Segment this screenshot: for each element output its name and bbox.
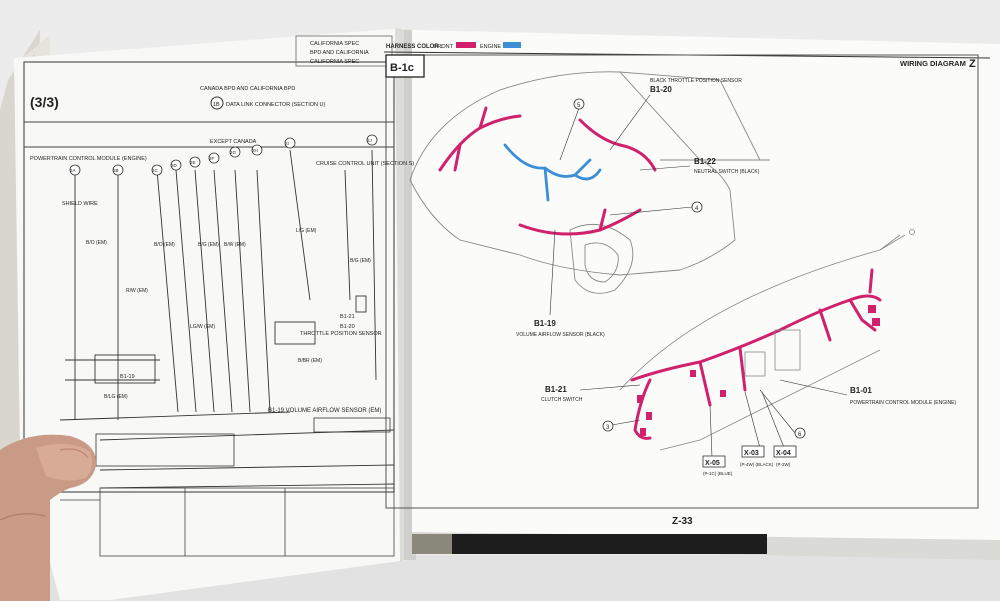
throttle-sensor-box (274, 321, 316, 345)
wire-traces (59, 149, 395, 489)
legend-line-1: CALIFORNIA SPEC (310, 41, 359, 47)
callout-b119: B1-19 (534, 319, 556, 328)
hand-thumb (0, 434, 97, 601)
right-page (412, 30, 1000, 560)
pin-code-8: 2H (252, 148, 258, 153)
conn-b121: B1-21 (340, 314, 355, 320)
pin-code-9: 2I (285, 141, 289, 146)
callout-x04-desc: (P-2W) (776, 462, 791, 467)
wire-labels: B/O (EM) B/O (EM) B/G (EM) B/W (EM) L/G … (86, 228, 371, 400)
callout-4: 4 (695, 206, 699, 212)
legend-box: CALIFORNIA SPEC BPD AND CALIFORNIA CALIF… (295, 35, 393, 67)
vaf-sensor-label: B1-19 VOLUME AIRFLOW SENSOR (EM) (268, 408, 381, 414)
wire-label-4: B/W (EM) (224, 242, 246, 248)
callout-b122: B1-22 (694, 157, 716, 166)
pcm-connector (95, 433, 235, 467)
conn-b119: B1-19 (120, 374, 135, 380)
header-letter: Z (969, 58, 976, 70)
page-number: Z-33 (672, 516, 693, 527)
callout-x03: X-03 (744, 450, 759, 457)
pin-code-5: 2E (190, 160, 196, 165)
connector-blobs (637, 305, 880, 436)
callout-x05: X-05 (705, 460, 720, 467)
pin-code-1: 2A (70, 168, 76, 173)
section-number: (3/3) (30, 94, 59, 110)
callout-x04-box (773, 445, 797, 458)
vaf-connector (313, 417, 391, 433)
conn-b120: B1-20 (340, 324, 355, 330)
except-canada: EXCEPT CANADA (210, 139, 257, 145)
callout-x05-desc: (P-1C) (BLUE) (703, 471, 733, 476)
front-color-swatch (456, 42, 476, 48)
pin-code-10: 2J (367, 138, 372, 143)
car-outline (409, 71, 770, 294)
callout-b101-desc: POWERTRAIN CONTROL MODULE (ENGINE) (850, 400, 956, 406)
cruise-switch-box (355, 295, 367, 313)
bottom-grid (60, 487, 395, 557)
wire-label-9: B/LG (EM) (104, 394, 128, 400)
cruise-label: CRUISE CONTROL UNIT (SECTION S) (316, 161, 414, 167)
callout-b121: B1-21 (545, 385, 567, 394)
throttle-label: THROTTLE POSITION SENSOR (300, 331, 382, 337)
pin-codes: 2A 2B 2C 2D 2E 2F 2G 2H 2I 2J (69, 134, 378, 176)
callout-b122-desc: NEUTRAL SWITCH (BLACK) (694, 169, 760, 175)
header-right: WIRING DIAGRAM (900, 59, 966, 68)
leader-lines (549, 94, 848, 458)
vaf-sensor-box (94, 354, 156, 384)
callout-b120-desc: BLACK THROTTLE POSITION SENSOR (650, 78, 742, 84)
harness-color-label: HARNESS COLOR : (386, 44, 442, 50)
callout-b101: B1-01 (850, 386, 872, 395)
right-diagram: HARNESS COLOR : FRONT ENGINE WIRING DIAG… (383, 42, 991, 527)
callout-x05-box (702, 455, 726, 468)
section-id: B-1c (390, 62, 414, 74)
wire-label-3: B/G (EM) (198, 242, 219, 248)
wire-label-10: B/G (EM) (350, 258, 371, 264)
front-label: FRONT (434, 44, 454, 50)
wire-label-6: R/W (EM) (126, 288, 148, 294)
legend-line-2: BPD AND CALIFORNIA (310, 50, 369, 56)
callout-6: 6 (798, 432, 802, 438)
callout-b120: B1-20 (650, 85, 672, 94)
callout-x03-desc: (P-4W) (BLACK) (740, 462, 774, 467)
callout-5: 5 (577, 103, 581, 109)
callout-b119-desc: VOLUME AIRFLOW SENSOR (BLACK) (516, 332, 605, 338)
legend-line-3: CALIFORNIA SPEC (310, 59, 359, 65)
data-link-label: DATA LINK CONNECTOR (SECTION U) (226, 102, 325, 108)
binding-strip-end (412, 534, 452, 554)
pin-code-6: 2F (209, 156, 215, 161)
pin-code-7: 2G (230, 150, 237, 155)
wire-label-8: B/BR (EM) (298, 358, 322, 364)
wire-label-2: B/O (EM) (154, 242, 175, 248)
dlc-ref: 1B (213, 102, 220, 108)
wire-label-7: LG/W (EM) (190, 324, 215, 330)
pcm-label: POWERTRAIN CONTROL MODULE (ENGINE) (30, 156, 147, 162)
section-id-box (385, 54, 425, 78)
callout-x03-box (741, 445, 765, 458)
wire-label-1: B/O (EM) (86, 240, 107, 246)
engine-label: ENGINE (480, 44, 501, 50)
shield-wire-label: SHIELD WIRE (62, 201, 98, 207)
left-schematic: (3/3) CALIFORNIA SPEC BPD AND CALIFORNIA… (23, 35, 414, 557)
wire-label-5: L/G (EM) (296, 228, 317, 234)
pin-code-2: 2B (113, 168, 119, 173)
engine-harness (503, 143, 602, 202)
callout-x04: X-04 (776, 450, 791, 457)
callout-3: 3 (606, 425, 610, 431)
schematic-frame (23, 61, 395, 493)
dlc-ref-circle (210, 96, 224, 110)
engine-color-swatch (503, 42, 521, 48)
callouts: 5 BLACK THROTTLE POSITION SENSOR B1-20 B… (516, 78, 956, 476)
binding-strip (412, 534, 767, 554)
callout-b121-desc: CLUTCH SWITCH (541, 397, 583, 403)
pin-code-4: 2D (171, 163, 178, 168)
diagram-frame (385, 54, 979, 509)
dashboard-outline (619, 229, 915, 451)
canada-note: CANADA BPD AND CALIFORNIA BPD (200, 86, 295, 92)
pin-code-3: 2C (152, 168, 159, 173)
